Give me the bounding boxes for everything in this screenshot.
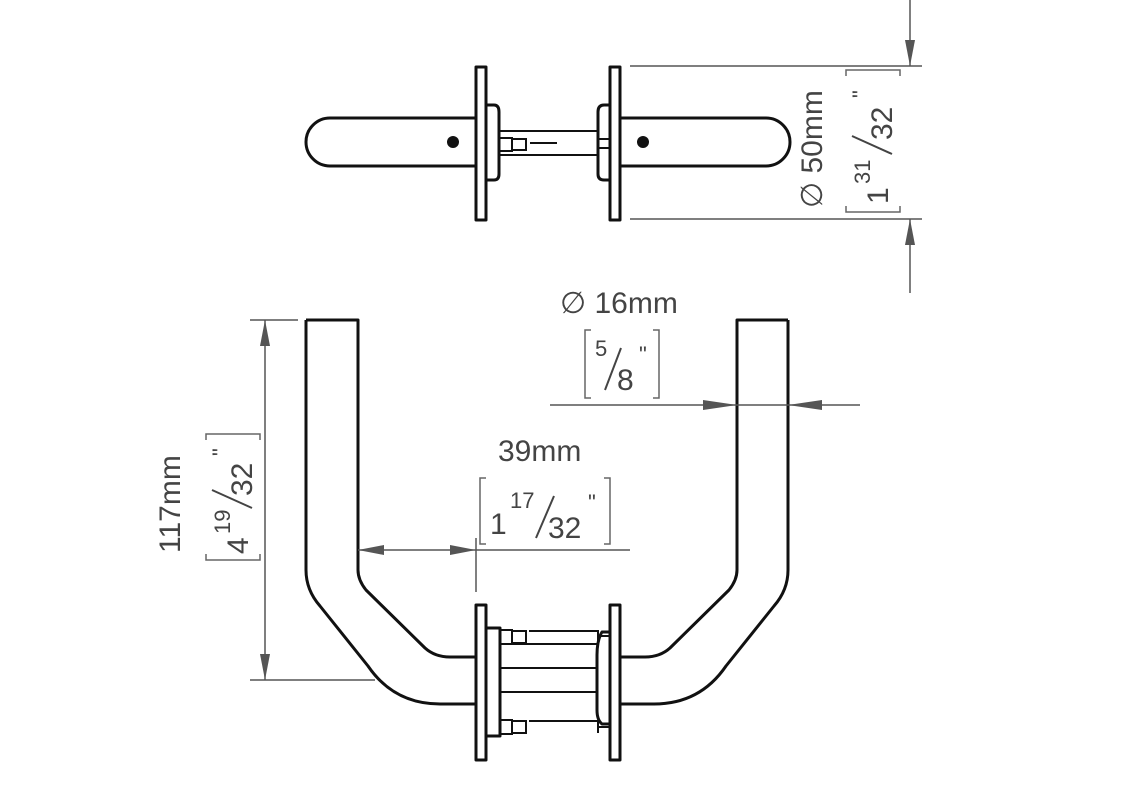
svg-text:1: 1: [490, 508, 507, 541]
left-screw-hole: [447, 136, 459, 148]
left-rose-boss: [486, 103, 501, 182]
svg-text:17: 17: [510, 488, 534, 513]
bar-diameter-16-label: ∅ 16mm: [560, 287, 678, 320]
left-rose-boss: [486, 626, 502, 738]
right-rose-plate: [608, 603, 622, 762]
svg-text:": ": [848, 90, 873, 98]
svg-text:117mm: 117mm: [154, 455, 187, 553]
height-117-inch-label: 4 19 32 ": [205, 433, 261, 561]
projection-39-inch-label: 1 17 32 ": [479, 477, 611, 545]
svg-text:31: 31: [850, 160, 875, 184]
svg-text:32: 32: [866, 107, 899, 140]
svg-text:": ": [639, 342, 647, 367]
right-rose-boss: [596, 103, 610, 182]
right-rose-boss: [595, 630, 610, 726]
left-rose-plate: [474, 603, 488, 762]
projection-39-label: 39mm: [498, 435, 581, 468]
diameter-50-inch-label: 1 31 32 ": [845, 69, 901, 213]
right-rose-plate: [608, 65, 622, 222]
right-lever: [621, 116, 792, 168]
svg-text:1: 1: [862, 187, 895, 204]
svg-text:8: 8: [617, 364, 634, 397]
spindle-assembly: [500, 629, 610, 735]
svg-text:5: 5: [595, 336, 607, 361]
svg-text:32: 32: [548, 512, 581, 545]
diameter-50-label: ∅ 50mm: [796, 90, 829, 208]
height-117-label: 117mm: [154, 455, 187, 553]
svg-text:4: 4: [222, 537, 255, 554]
right-lever-bar: [620, 318, 790, 706]
top-view: ∅ 50mm 1 31 32 ": [304, 0, 922, 293]
svg-text:32: 32: [226, 463, 259, 496]
bar-diameter-16-inch-label: 5 8 ": [584, 329, 660, 399]
left-lever: [304, 116, 476, 168]
svg-text:": ": [208, 448, 233, 456]
svg-text:19: 19: [210, 510, 235, 534]
left-rose-plate: [474, 65, 488, 222]
front-view: 117mm 4 19 32 " 39mm 1 17 32 " ∅ 16mm: [154, 287, 860, 762]
svg-text:∅ 50mm: ∅ 50mm: [796, 90, 829, 208]
right-screw-hole: [637, 136, 649, 148]
svg-text:": ": [588, 490, 596, 515]
spindle: [499, 130, 610, 156]
left-lever-bar: [304, 318, 476, 706]
